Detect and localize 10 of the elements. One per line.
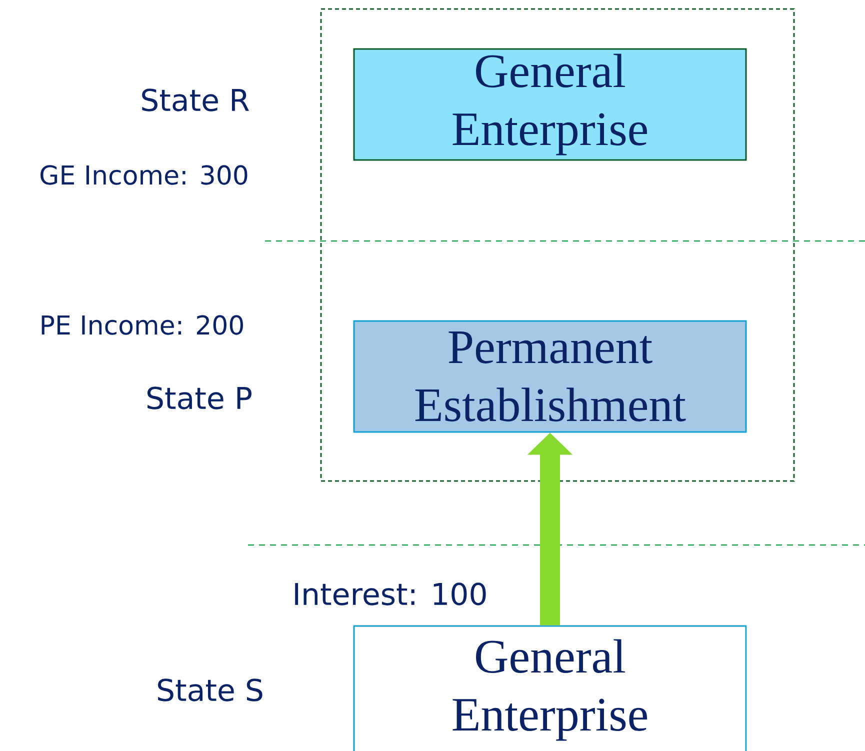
entity-box: General Enterprise (353, 48, 747, 161)
region-label: GE Income: 300 (40, 165, 248, 185)
region-label: PE Income: 200 (42, 315, 243, 335)
entity-box: General Enterprise (353, 625, 747, 751)
dashed-boundary-box (320, 8, 795, 482)
region-label: State R (142, 88, 249, 112)
edge-label: Interest: 100 (291, 582, 489, 606)
region-label: State S (158, 678, 262, 702)
region-label: State P (147, 386, 252, 410)
entity-box: Permanent Establishment (353, 320, 747, 433)
